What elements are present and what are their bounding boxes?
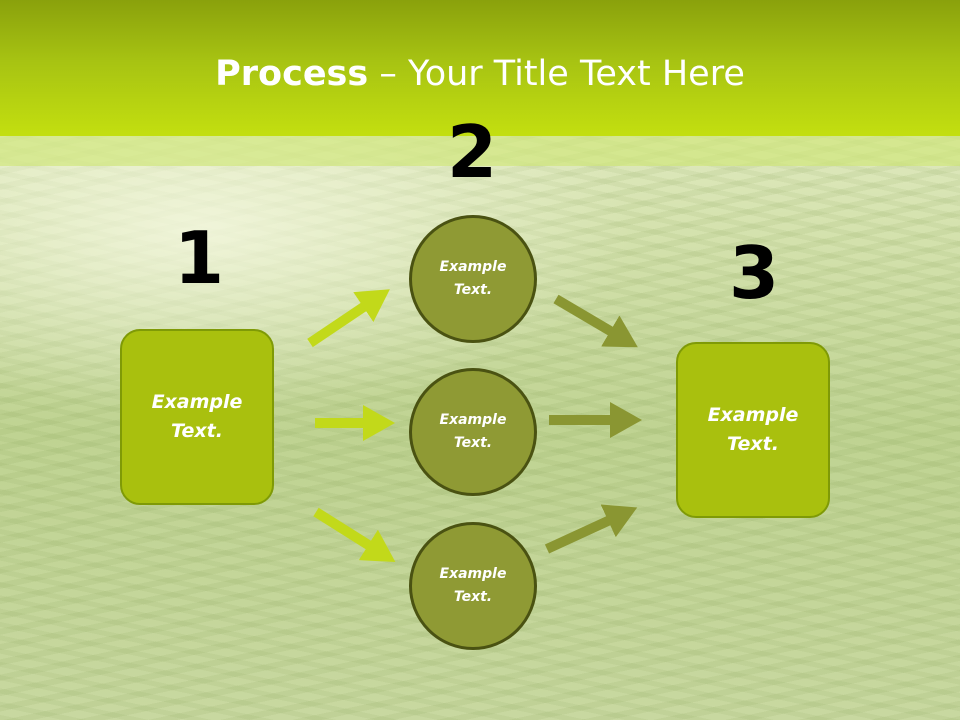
step-2-circle-bottom: Example Text. [409,522,537,650]
title-bar-band [0,136,960,166]
arrow-2-to-3-bottom [544,504,638,554]
step-3-label: Example Text. [707,404,799,455]
arrow-1-to-2-top [307,289,390,348]
arrow-1-to-2-bottom [313,507,396,562]
arrow-2-to-3-top [553,294,638,348]
step-1-box: Example Text. [120,329,274,505]
title-rest: – Your Title Text Here [368,54,745,94]
step-2-number: 2 [446,110,498,194]
step-3-number: 3 [728,231,780,315]
step-1-label: Example Text. [151,391,243,442]
title-bold: Process [215,54,369,94]
slide-title: Process – Your Title Text Here [0,52,960,96]
step-2-item-label: Example Text. [439,566,507,605]
step-2-circle-middle: Example Text. [409,368,537,496]
step-2-item-label: Example Text. [439,412,507,451]
step-2-item-label: Example Text. [439,259,507,298]
step-3-box: Example Text. [676,342,830,518]
step-2-circle-top: Example Text. [409,215,537,343]
step-1-number: 1 [173,216,225,300]
title-bar [0,0,960,136]
